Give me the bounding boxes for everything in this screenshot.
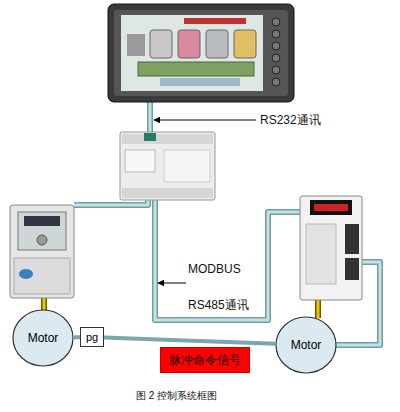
plc-port [144, 133, 156, 141]
signal-label: MODBUS [188, 262, 241, 276]
circle-outline [276, 317, 336, 373]
cable [155, 199, 301, 320]
servo-body [300, 196, 362, 300]
node-text: Motor [291, 338, 322, 352]
plc-label-panel [164, 150, 210, 182]
signal-box: 脉冲命令信号 [160, 347, 250, 373]
motor-circle: Motor [275, 316, 337, 374]
power-cable [43, 297, 46, 311]
motor-circle: Motor [12, 309, 74, 367]
servo-connector [345, 224, 359, 254]
terminal-strip [122, 134, 213, 144]
leader-line [158, 283, 186, 284]
hmi-screen [121, 15, 263, 91]
hmi-button [272, 30, 280, 38]
hmi-button [272, 18, 280, 26]
power-cable [315, 299, 321, 318]
plc-body [120, 132, 215, 200]
hmi-bezel [108, 4, 294, 102]
cable [147, 100, 153, 133]
inverter-keypad [18, 212, 66, 250]
screen-tank [150, 30, 172, 58]
node-text: 脉冲命令信号 [169, 352, 241, 369]
inverter-knob [37, 235, 47, 245]
power-cable [41, 297, 47, 311]
figure-caption: 图 2 控制系统框图 [136, 389, 217, 403]
leader-line [154, 120, 256, 121]
screen-tank [234, 30, 256, 58]
cable-connector [104, 337, 275, 343]
cable [149, 100, 152, 133]
inverter-display [24, 216, 60, 226]
inverter-body [10, 205, 74, 298]
servo-display [310, 200, 352, 215]
cable [155, 199, 301, 320]
screen-tank [178, 30, 200, 58]
terminal-strip [122, 188, 213, 198]
node-text: pg [86, 331, 98, 343]
screen-banner [184, 18, 246, 24]
power-cable [317, 299, 320, 318]
signal-label: RS232通讯 [260, 112, 321, 129]
hmi-button [272, 78, 280, 86]
inverter-cover [14, 258, 70, 294]
plc-led-panel [125, 150, 155, 172]
screen-base [160, 78, 240, 86]
hmi-button [272, 42, 280, 50]
encoder-box: pg [80, 327, 104, 347]
screen-pipe [138, 62, 254, 76]
servo-connector [345, 258, 359, 280]
circle-outline [13, 310, 73, 366]
signal-label: RS485通讯 [188, 297, 249, 314]
inverter-logo [19, 269, 33, 279]
hmi-frame [114, 10, 288, 96]
screen-machine [127, 34, 145, 56]
hmi-button [272, 54, 280, 62]
node-text: Motor [28, 331, 59, 345]
servo-digits [314, 204, 348, 211]
hmi-button [272, 66, 280, 74]
screen-tank [206, 30, 228, 58]
servo-panel [306, 224, 336, 284]
